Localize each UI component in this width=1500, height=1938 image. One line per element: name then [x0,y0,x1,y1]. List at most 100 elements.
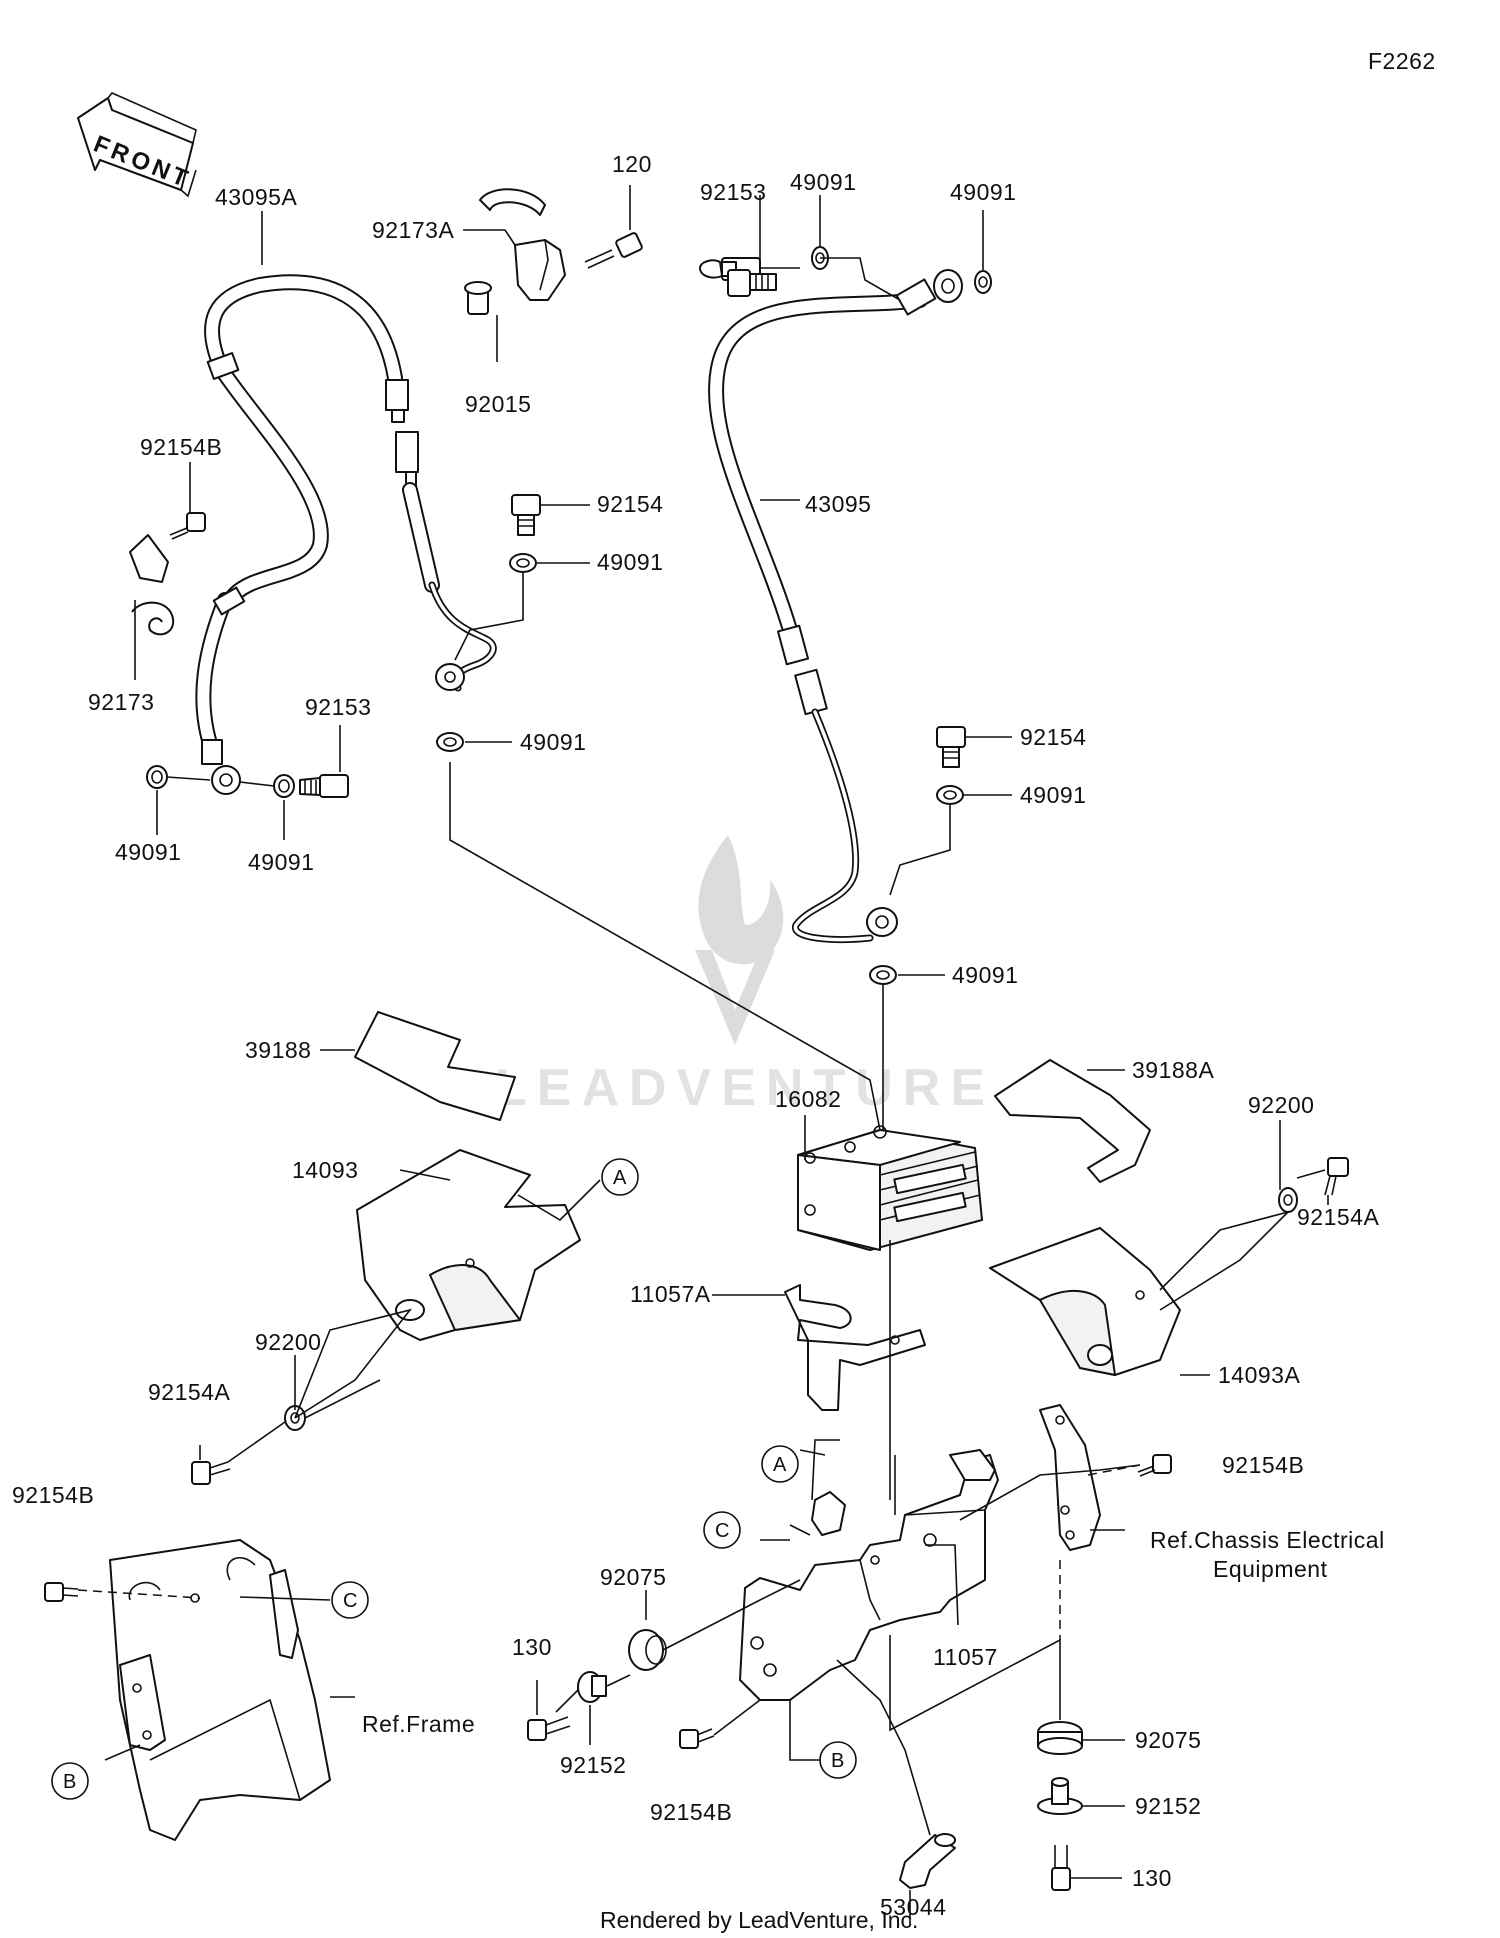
label-92154B-r: 92154B [1222,1452,1304,1478]
cover-14093A [989,1227,1181,1376]
label-39188A: 39188A [1132,1057,1214,1083]
label-92200-right: 92200 [1248,1092,1314,1118]
washer-49091-a-icon [509,553,537,573]
label-ref-chassis-1: Ref.Chassis Electrical [1150,1527,1385,1553]
front-arrow-icon: FRONT [77,92,197,198]
label-92154-a: 92154 [597,491,663,517]
label-49091-top1: 49091 [790,169,856,195]
label-49091-left2: 49091 [248,849,314,875]
label-ref-chassis-2: Equipment [1213,1556,1328,1582]
leadventure-watermark: LEADVENTURE [495,835,995,1117]
tube-53044-icon [899,1833,956,1889]
bracket-11057 [739,1404,1101,1701]
banjo-bolt-92154-b-icon [936,726,966,768]
marker-B-frame: B [51,1762,89,1800]
washer-49091-left2-icon [273,774,295,798]
label-92154-b: 92154 [1020,724,1086,750]
label-92015: 92015 [465,391,531,417]
label-16082: 16082 [775,1086,841,1112]
label-49091-left1: 49091 [115,839,181,865]
marker-C-frame: C [331,1581,369,1619]
label-92153-top: 92153 [700,179,766,205]
label-92075-b: 92075 [1135,1727,1201,1753]
label-49091-a: 49091 [597,549,663,575]
washer-49091-d-icon [869,965,897,985]
bracket-11057A [784,1284,926,1411]
label-49091-c: 49091 [1020,782,1086,808]
washer-49091-c-icon [936,785,964,805]
label-92154B-b: 92154B [650,1799,732,1825]
reference-markers: A A C C B B [51,1158,857,1800]
svg-text:B: B [831,1750,844,1772]
diagram-code: F2262 [1368,48,1436,74]
label-92153-left: 92153 [305,694,371,720]
label-92173A: 92173A [372,217,454,243]
brake-hose-43095 [699,257,963,943]
brake-hose-43095A [195,274,497,795]
label-53044: 53044 [880,1894,946,1920]
label-92152-a: 92152 [560,1752,626,1778]
grommet-92015-icon [464,281,492,315]
collar-92152-a-icon [577,1671,607,1703]
label-130-b: 130 [1132,1865,1172,1891]
washer-49091-left1-icon [146,765,168,789]
label-43095: 43095 [805,491,871,517]
leader-lines [77,185,1329,1925]
bolt-92154A-right-icon [1324,1157,1349,1196]
label-14093: 14093 [292,1157,358,1183]
marker-B-bracket: B [819,1741,857,1779]
bolt-130-a-icon [527,1716,571,1741]
abs-unit-16082 [797,1125,983,1251]
footer-credit: Rendered by LeadVenture, Inc. [600,1907,918,1933]
label-92152-b: 92152 [1135,1793,1201,1819]
washer-49091-b-icon [436,732,464,752]
svg-text:B: B [63,1771,76,1793]
bolt-92154B-left-icon [169,512,206,540]
svg-text:C: C [343,1590,357,1612]
label-11057A: 11057A [630,1281,711,1307]
label-92200-left: 92200 [255,1329,321,1355]
svg-text:A: A [773,1454,787,1476]
hose-clamp-92173A [479,188,566,301]
marker-A-bottom: A [761,1445,799,1483]
label-120: 120 [612,151,652,177]
banjo-bolt-92154-a-icon [511,494,541,536]
watermark-text: LEADVENTURE [495,1059,995,1117]
washer-49091-top2-icon [974,270,992,294]
bolt-92154B-b-icon [679,1728,715,1749]
grommet-92075-b-icon [1037,1721,1083,1755]
label-92154B-left: 92154B [140,434,222,460]
label-49091-d: 49091 [952,962,1018,988]
label-49091-b: 49091 [520,729,586,755]
label-43095A: 43095A [215,184,297,210]
washer-92200-right-icon [1278,1187,1298,1213]
pad-39188 [354,1011,516,1121]
label-92173: 92173 [88,689,154,715]
marker-A-top: A [601,1158,639,1196]
frame-reference [109,1539,331,1841]
cover-14093 [356,1149,581,1341]
marker-C-bracket: C [703,1511,741,1549]
bolt-130-b-icon [1051,1845,1071,1891]
pad-39188A [994,1059,1151,1183]
label-92154A-right: 92154A [1297,1204,1379,1230]
label-92075-a: 92075 [600,1564,666,1590]
grommet-92075-a-icon [628,1629,667,1671]
label-39188: 39188 [245,1037,311,1063]
hose-clamp-92173 [129,534,175,636]
label-92154B-far: 92154B [12,1482,94,1508]
label-49091-top2: 49091 [950,179,1016,205]
label-130-a: 130 [512,1634,552,1660]
svg-text:A: A [613,1167,627,1189]
banjo-bolt-92153-left-icon [299,774,349,798]
bolt-92154A-left-icon [191,1461,231,1485]
collar-92152-b-icon [1037,1777,1083,1815]
svg-text:C: C [715,1520,729,1542]
bolt-92154B-far-icon [44,1582,79,1602]
label-ref-frame: Ref.Frame [362,1711,475,1737]
label-11057: 11057 [933,1644,998,1670]
label-92154A-left: 92154A [148,1379,230,1405]
label-14093A: 14093A [1218,1362,1300,1388]
bolt-120-icon [584,232,643,269]
